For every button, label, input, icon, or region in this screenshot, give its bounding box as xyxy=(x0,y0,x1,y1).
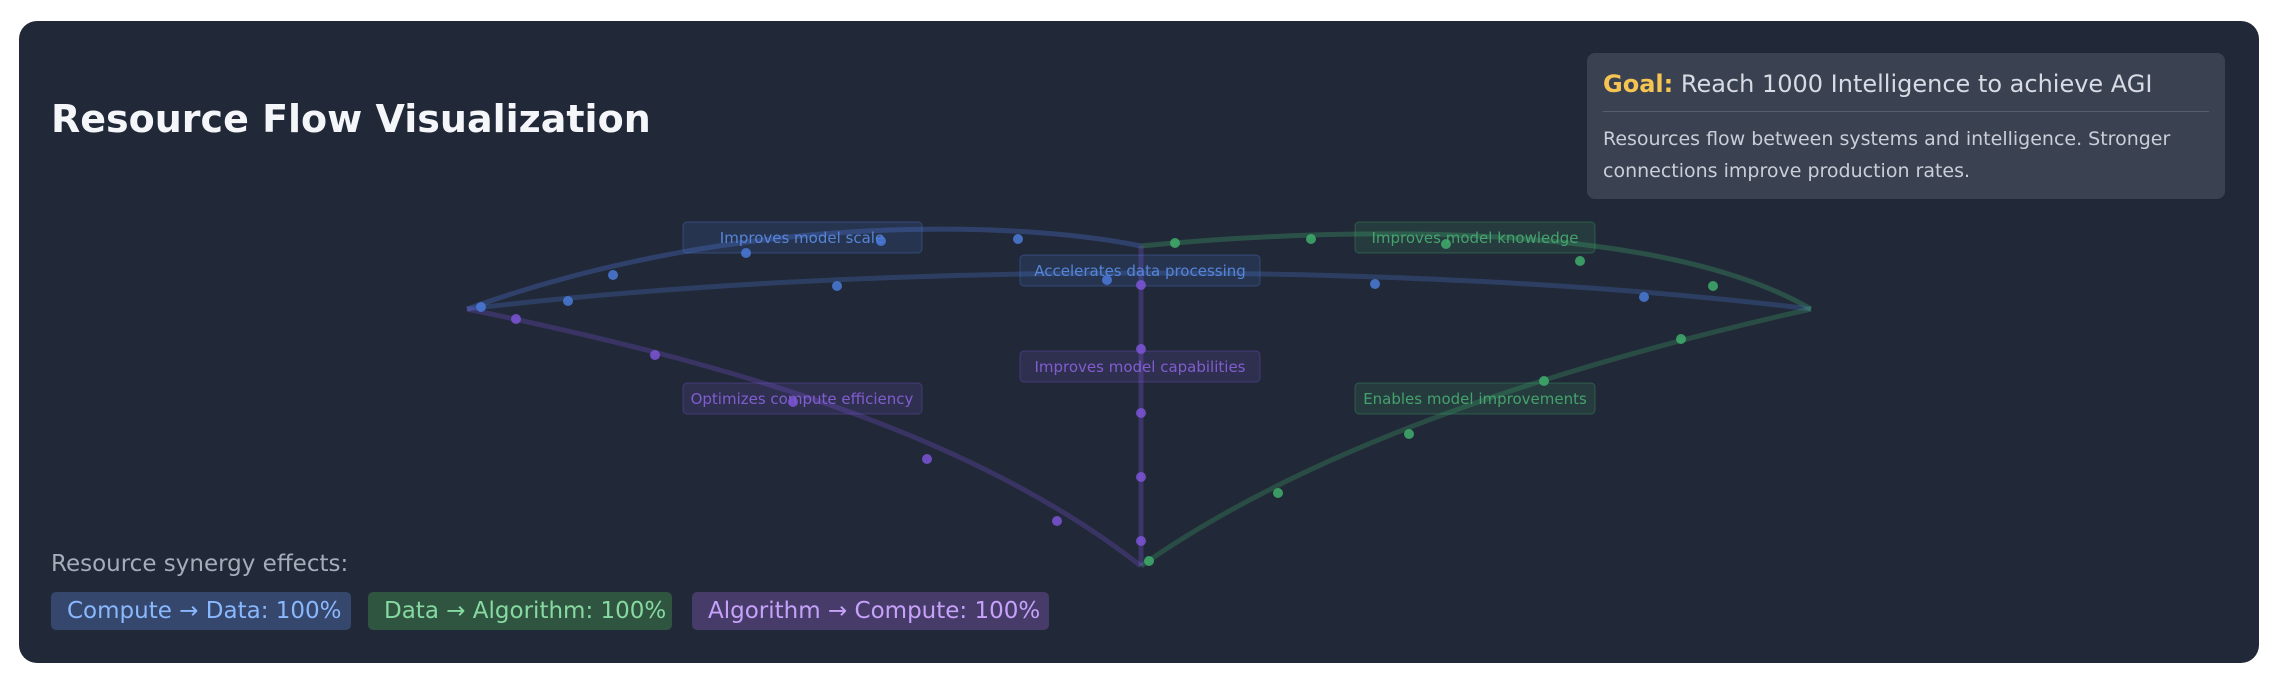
flow-particle xyxy=(1676,334,1686,344)
flow-particle xyxy=(1708,281,1718,291)
flow-particle xyxy=(1575,256,1585,266)
flow-curve-compute-efficiency xyxy=(466,306,1143,568)
resource-flow-panel: Resource Flow Visualization Goal: Reach … xyxy=(19,21,2259,663)
synergy-chip-algorithm-compute: Algorithm → Compute: 100% xyxy=(692,592,1049,630)
flow-label-text: Accelerates data processing xyxy=(1034,262,1246,280)
flow-particle xyxy=(1013,234,1023,244)
goal-card: Goal: Reach 1000 Intelligence to achieve… xyxy=(1587,53,2225,199)
flow-particles-data xyxy=(1144,234,1718,566)
flow-particle xyxy=(876,236,886,246)
flow-particle xyxy=(1136,408,1146,418)
flow-label-improves-model-knowledge: Improves model knowledge xyxy=(1354,221,1596,254)
goal-heading: Goal: Reach 1000 Intelligence to achieve… xyxy=(1603,69,2209,112)
flow-particle xyxy=(1441,239,1451,249)
flow-label-text: Improves model capabilities xyxy=(1034,358,1245,376)
synergy-chip-data-algorithm: Data → Algorithm: 100% xyxy=(368,592,672,630)
flow-label-accelerates-data-processing: Accelerates data processing xyxy=(1019,254,1261,287)
flow-particle xyxy=(1273,488,1283,498)
flow-label-improves-model-capabilities: Improves model capabilities xyxy=(1019,350,1261,383)
flow-particle xyxy=(650,350,660,360)
goal-label: Goal: xyxy=(1603,70,1674,98)
flow-label-improves-model-scale: Improves model scale xyxy=(682,221,923,254)
flow-particle xyxy=(1136,536,1146,546)
flow-label-text: Improves model knowledge xyxy=(1371,229,1578,247)
flow-particle xyxy=(1404,429,1414,439)
flow-label-text: Improves model scale xyxy=(720,229,884,247)
flow-particle xyxy=(1102,275,1112,285)
flow-particle xyxy=(1170,238,1180,248)
flow-particle xyxy=(476,302,486,312)
flow-curve-data-processing xyxy=(466,270,1812,312)
flow-particles-compute xyxy=(476,234,1649,312)
flow-particle xyxy=(1144,556,1154,566)
flow-curve-compute-upper xyxy=(466,226,1142,312)
flow-particle xyxy=(1306,234,1316,244)
flow-particle xyxy=(1052,516,1062,526)
flow-particle xyxy=(832,281,842,291)
flow-particles-algorithm xyxy=(511,280,1146,546)
flow-particle xyxy=(1136,280,1146,290)
flow-label-optimizes-compute-efficiency: Optimizes compute efficiency xyxy=(682,382,923,415)
flow-particle xyxy=(788,397,798,407)
flow-particle xyxy=(511,314,521,324)
flow-particle xyxy=(922,454,932,464)
resource-flow-diagram: Improves model scale Improves model know… xyxy=(466,221,1813,569)
flow-curve-data-upper xyxy=(1140,231,1813,312)
flow-label-enables-model-improvements: Enables model improvements xyxy=(1354,382,1596,415)
goal-text: Reach 1000 Intelligence to achieve AGI xyxy=(1680,70,2153,98)
flow-particle xyxy=(741,248,751,258)
goal-description: Resources flow between systems and intel… xyxy=(1603,128,2171,182)
flow-particle xyxy=(1639,292,1649,302)
flow-particle xyxy=(1370,279,1380,289)
synergy-chip-compute-data: Compute → Data: 100% xyxy=(51,592,351,630)
flow-particle xyxy=(563,296,573,306)
synergy-title: Resource synergy effects: xyxy=(51,551,349,577)
flow-particle xyxy=(1136,472,1146,482)
flow-label-text: Enables model improvements xyxy=(1363,390,1587,408)
flow-curve-model-improvements xyxy=(1139,306,1812,569)
flow-particle xyxy=(608,270,618,280)
flow-particle xyxy=(1136,344,1146,354)
flow-label-text: Optimizes compute efficiency xyxy=(691,390,914,408)
page-title: Resource Flow Visualization xyxy=(51,97,651,141)
flow-particle xyxy=(1539,376,1549,386)
